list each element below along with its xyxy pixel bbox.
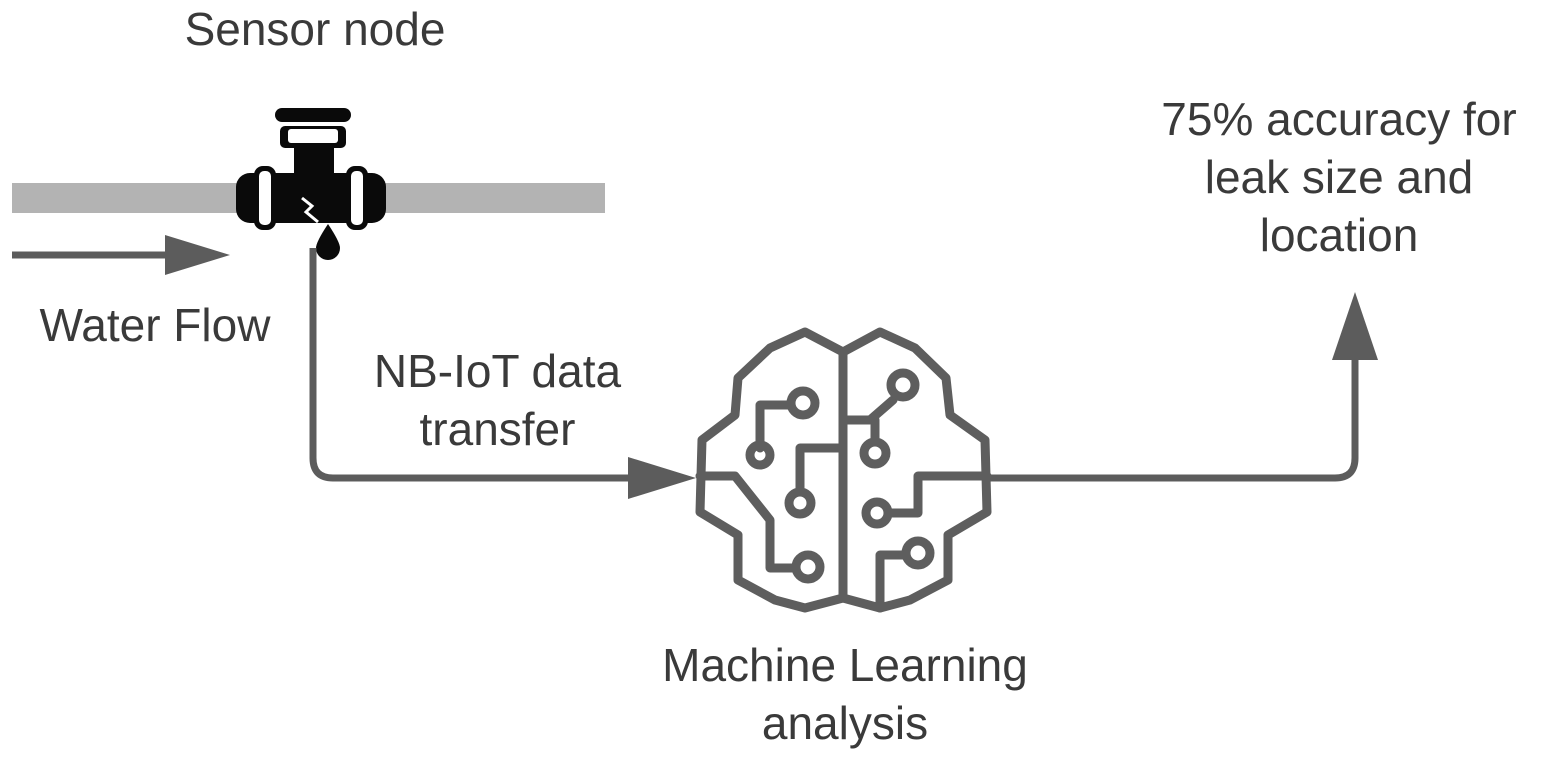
water-drop-icon bbox=[316, 224, 340, 260]
brain-circuit-icon bbox=[695, 327, 992, 613]
accuracy-result-label: 75% accuracy for leak size and location bbox=[1161, 93, 1517, 261]
water-flow-arrow bbox=[12, 235, 230, 275]
ml-analysis-label: Machine Learning analysis bbox=[662, 639, 1028, 749]
data-transfer-arrow bbox=[309, 248, 696, 499]
nb-iot-transfer-label: NB-IoT data transfer bbox=[373, 345, 622, 455]
water-flow-label: Water Flow bbox=[39, 299, 271, 351]
valve-icon bbox=[236, 108, 386, 230]
sensor-node-label: Sensor node bbox=[184, 3, 446, 55]
result-arrow bbox=[988, 292, 1378, 482]
